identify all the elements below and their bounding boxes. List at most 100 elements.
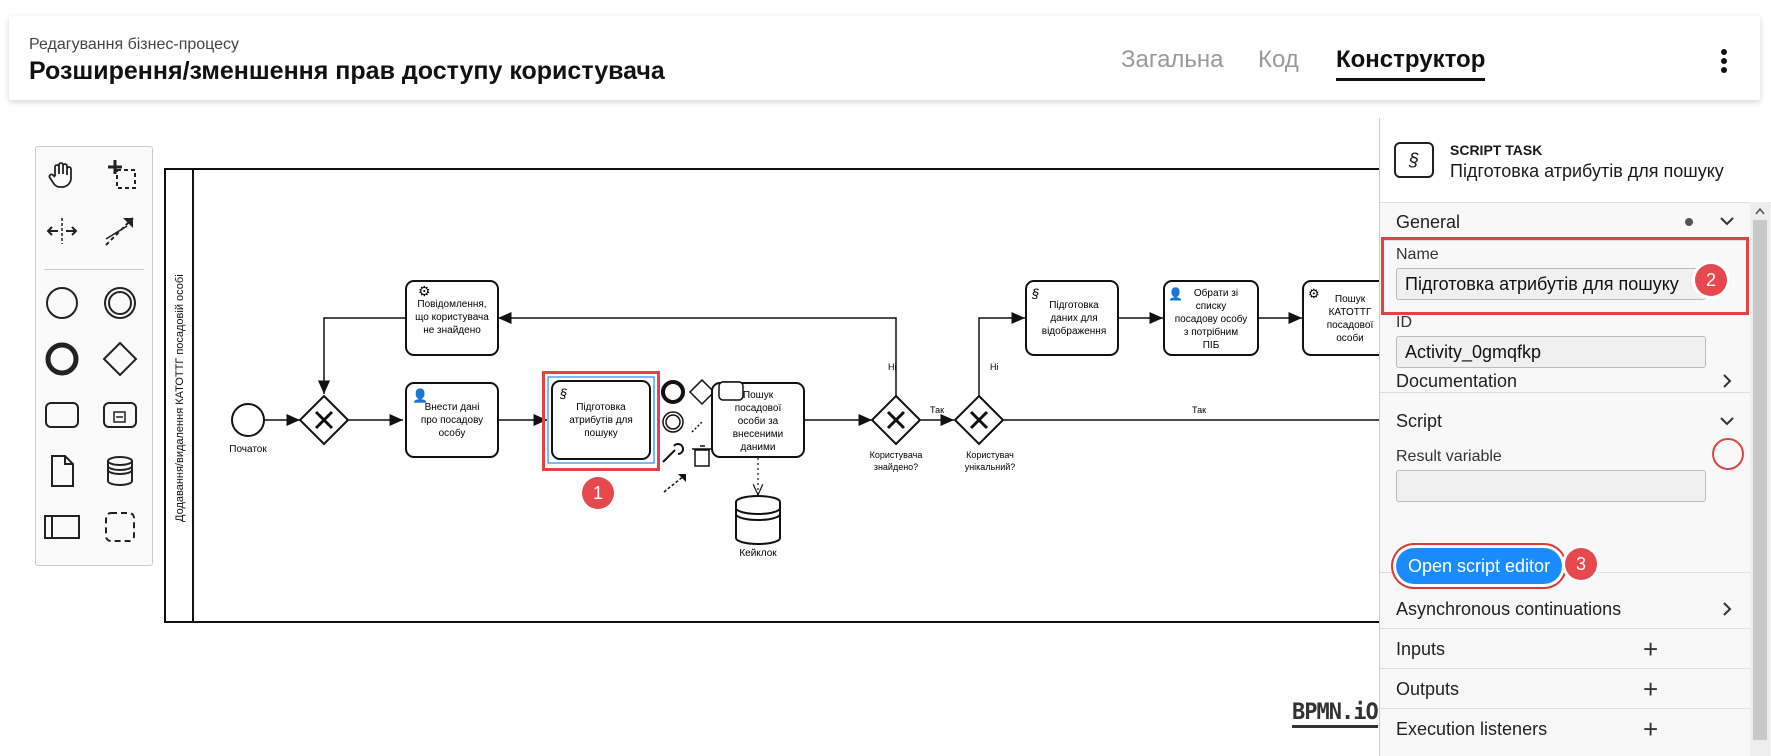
general-section-header[interactable]: General	[1380, 202, 1750, 241]
result-variable-label: Result variable	[1396, 448, 1502, 465]
general-status-dot	[1685, 218, 1693, 226]
tab-code[interactable]: Код	[1258, 46, 1299, 73]
svg-text:Користувача: Користувача	[870, 450, 923, 460]
flow-label-yes-2: Так	[1192, 405, 1206, 415]
gateway-user-unique[interactable]: Користувач унікальний?	[953, 394, 1015, 472]
svg-text:👤: 👤	[412, 388, 428, 403]
properties-scrollbar[interactable]	[1750, 202, 1770, 756]
svg-text:КАТОТТГ: КАТОТТГ	[1329, 307, 1372, 318]
group-icon[interactable]	[100, 507, 140, 547]
script-section: Script Result variable	[1380, 392, 1750, 573]
pool-frame[interactable]	[164, 168, 1380, 623]
diagram-canvas[interactable]: Додавання/видалення КАТОТТГ посадовій ос…	[0, 100, 1380, 756]
intermediate-event-icon[interactable]	[100, 283, 140, 323]
scrollbar-thumb[interactable]	[1753, 220, 1767, 740]
start-event[interactable]	[231, 403, 265, 437]
async-section[interactable]: Asynchronous continuations	[1380, 590, 1750, 629]
add-listener-icon[interactable]: +	[1643, 714, 1659, 744]
svg-text:Внести дані: Внести дані	[425, 402, 480, 413]
svg-text:з потрібним: з потрібним	[1184, 326, 1238, 338]
hand-tool-icon[interactable]	[42, 155, 82, 195]
add-input-icon[interactable]: +	[1643, 634, 1659, 664]
start-event-icon[interactable]	[42, 283, 82, 323]
callout-badge-1: 1	[582, 477, 614, 509]
bpmn-io-logo[interactable]: BPMN.iO	[1292, 700, 1379, 728]
svg-text:особу: особу	[439, 427, 466, 439]
svg-text:даними: даними	[741, 442, 776, 453]
svg-text:посадову особу: посадову особу	[1175, 313, 1248, 325]
outputs-section[interactable]: Outputs +	[1380, 670, 1750, 709]
page-header: Редагування бізнес-процесу Розширення/зм…	[9, 16, 1760, 100]
svg-text:внесеними: внесеними	[733, 429, 784, 440]
task-choose-person[interactable]: 👤 Обрати зі списку посадову особу з потр…	[1163, 280, 1259, 356]
lane-label: Додавання/видалення КАТОТТГ посадовій ос…	[174, 274, 186, 522]
datastore-keycloak[interactable]: Кейклок	[735, 495, 781, 559]
svg-text:Пошук: Пошук	[743, 390, 774, 401]
svg-text:Користувач: Користувач	[966, 450, 1014, 460]
highlight-name-field	[1381, 237, 1749, 315]
script-section-title[interactable]: Script	[1396, 411, 1443, 431]
chevron-right-icon[interactable]	[1718, 372, 1736, 390]
task-search-katottg[interactable]: ⚙ Пошук КАТОТТГ посадової особи	[1302, 280, 1380, 356]
task-search-person[interactable]: Пошук посадової особи за внесеними даним…	[711, 382, 805, 458]
lasso-tool-icon[interactable]	[100, 155, 140, 195]
svg-text:Повідомлення,: Повідомлення,	[417, 299, 486, 310]
svg-text:особи: особи	[1336, 332, 1364, 344]
svg-text:§: §	[1031, 286, 1039, 301]
task-prepare-display[interactable]: § Підготовка даних для відображення	[1025, 280, 1119, 356]
start-label: Початок	[229, 444, 267, 455]
svg-text:особи за: особи за	[738, 415, 779, 427]
svg-text:даних для: даних для	[1050, 313, 1097, 324]
svg-text:Кейклок: Кейклок	[739, 548, 777, 559]
pool-icon[interactable]	[42, 507, 82, 547]
add-output-icon[interactable]: +	[1643, 674, 1659, 704]
id-field[interactable]: Activity_0gmqfkp	[1396, 336, 1706, 368]
data-store-icon[interactable]	[100, 451, 140, 491]
element-name: Підготовка атрибутів для пошуку	[1450, 161, 1724, 181]
svg-text:знайдено?: знайдено?	[874, 462, 918, 472]
end-event-icon[interactable]	[42, 339, 82, 379]
tab-general[interactable]: Загальна	[1121, 46, 1224, 73]
tab-constructor[interactable]: Конструктор	[1336, 46, 1486, 81]
chevron-down-icon[interactable]	[1718, 412, 1736, 430]
gateway-user-found[interactable]: Користувача знайдено?	[870, 394, 923, 472]
svg-text:👤: 👤	[1168, 287, 1183, 301]
chevron-down-icon[interactable]	[1718, 212, 1736, 230]
page-subtitle: Редагування бізнес-процесу	[29, 36, 240, 53]
scroll-up-icon[interactable]	[1754, 206, 1766, 216]
more-menu-icon[interactable]	[1720, 46, 1728, 76]
svg-text:посадової: посадової	[1327, 320, 1374, 331]
svg-text:Пошук: Пошук	[1335, 294, 1366, 305]
gateway-icon[interactable]	[100, 339, 140, 379]
svg-text:списку: списку	[1196, 301, 1227, 312]
merge-gateway[interactable]	[298, 394, 350, 446]
chevron-right-icon[interactable]	[1718, 600, 1736, 618]
execution-listeners-section[interactable]: Execution listeners +	[1396, 714, 1659, 744]
space-tool-icon[interactable]	[42, 211, 82, 251]
svg-text:⚙: ⚙	[1308, 286, 1320, 301]
result-variable-field[interactable]	[1396, 470, 1706, 502]
element-type: SCRIPT TASK	[1450, 142, 1543, 158]
open-script-editor-button[interactable]: Open script editor	[1396, 548, 1563, 584]
data-object-icon[interactable]	[42, 451, 82, 491]
task-prepare-attributes[interactable]: § Підготовка атрибутів для пошуку	[547, 376, 655, 464]
svg-text:Обрати зі: Обрати зі	[1194, 287, 1238, 299]
documentation-section[interactable]: Documentation	[1380, 352, 1750, 393]
task-notify[interactable]: ⚙ Повідомлення, що користувача не знайде…	[405, 280, 499, 356]
flow-label-yes-1: Так	[930, 405, 944, 415]
task-enter-data[interactable]: 👤 Внести дані про посадову особу	[405, 382, 499, 458]
properties-panel: § SCRIPT TASK Підготовка атрибутів для п…	[1379, 118, 1771, 756]
svg-text:посадової: посадової	[735, 403, 782, 414]
svg-text:⚙: ⚙	[418, 283, 431, 299]
name-field[interactable]: Підготовка атрибутів для пошуку	[1396, 268, 1706, 300]
script-task-icon: §	[1394, 142, 1434, 178]
svg-text:Підготовка: Підготовка	[576, 402, 626, 413]
name-label: Name	[1396, 246, 1439, 263]
svg-text:відображення: відображення	[1042, 325, 1107, 337]
task-icon[interactable]	[42, 395, 82, 435]
global-connect-icon[interactable]	[100, 211, 140, 251]
highlight-script-chevron	[1712, 438, 1744, 470]
subprocess-icon[interactable]	[100, 395, 140, 435]
svg-text:Підготовка: Підготовка	[1049, 300, 1099, 311]
inputs-section[interactable]: Inputs +	[1380, 630, 1750, 669]
